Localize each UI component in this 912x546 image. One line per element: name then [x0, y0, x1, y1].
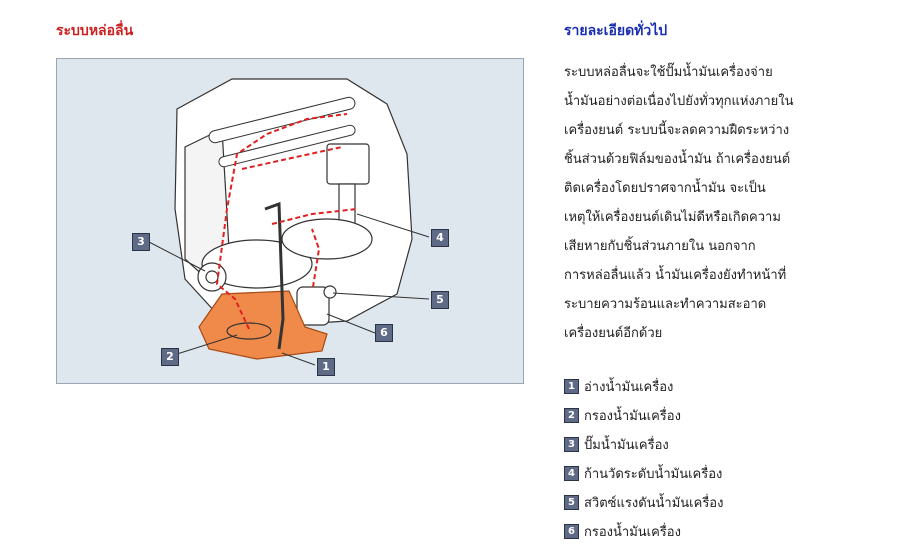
description-line: เสียหายกับชิ้นส่วนภายใน นอกจาก — [564, 239, 756, 254]
callout-2: 2 — [161, 348, 179, 366]
legend-number-badge: 6 — [564, 524, 579, 539]
description-text: ระบบหล่อลื่นจะใช้ปั๊มน้ำมันเครื่องจ่าย น… — [564, 58, 854, 348]
callout-4: 4 — [431, 229, 449, 247]
engine-lubrication-diagram: 3 4 5 6 2 1 — [56, 58, 524, 384]
description-line: เหตุให้เครื่องยนต์เดินไม่ดีหรือเกิดความ — [564, 210, 781, 225]
description-line: การหล่อลื่นแล้ว น้ำมันเครื่องยังทำหน้าที… — [564, 268, 787, 283]
legend-number-badge: 1 — [564, 379, 579, 394]
callout-3: 3 — [132, 233, 150, 251]
parts-legend: 1 อ่างน้ำมันเครื่อง 2 กรองน้ำมันเครื่อง … — [564, 372, 864, 546]
legend-label: สวิตซ์แรงดันน้ำมันเครื่อง — [584, 496, 724, 511]
callout-1: 1 — [317, 358, 335, 376]
description-line: ชิ้นส่วนด้วยฟิล์มของน้ำมัน ถ้าเครื่องยนต… — [564, 152, 791, 167]
description-line: ติดเครื่องโดยปราศจากน้ำมัน จะเป็น — [564, 181, 766, 196]
legend-item: 4 ก้านวัดระดับน้ำมันเครื่อง — [564, 459, 864, 488]
legend-number-badge: 3 — [564, 437, 579, 452]
description-line: น้ำมันอย่างต่อเนื่องไปยังทั่วทุกแห่งภายใ… — [564, 94, 794, 109]
legend-item: 6 กรองน้ำมันเครื่อง — [564, 517, 864, 546]
legend-item: 1 อ่างน้ำมันเครื่อง — [564, 372, 864, 401]
legend-label: อ่างน้ำมันเครื่อง — [584, 380, 674, 395]
description-line: เครื่องยนต์ ระบบนี้จะลดความฝืดระหว่าง — [564, 123, 790, 138]
legend-label: กรองน้ำมันเครื่อง — [584, 409, 681, 424]
description-line: ระบายความร้อนและทำความสะอาด — [564, 297, 767, 312]
legend-number-badge: 4 — [564, 466, 579, 481]
diagram-title: ระบบหล่อลื่น — [56, 23, 134, 39]
section-title: รายละเอียดทั่วไป — [564, 23, 668, 39]
legend-item: 3 ปั๊มน้ำมันเครื่อง — [564, 430, 864, 459]
engine-illustration — [148, 78, 430, 366]
callout-6: 6 — [375, 324, 393, 342]
legend-label: กรองน้ำมันเครื่อง — [584, 525, 681, 540]
legend-label: ก้านวัดระดับน้ำมันเครื่อง — [584, 467, 723, 482]
legend-number-badge: 5 — [564, 495, 579, 510]
description-line: ระบบหล่อลื่นจะใช้ปั๊มน้ำมันเครื่องจ่าย — [564, 65, 773, 80]
callout-5: 5 — [431, 291, 449, 309]
legend-label: ปั๊มน้ำมันเครื่อง — [584, 438, 669, 453]
legend-item: 5 สวิตซ์แรงดันน้ำมันเครื่อง — [564, 488, 864, 517]
legend-item: 2 กรองน้ำมันเครื่อง — [564, 401, 864, 430]
description-line: เครื่องยนต์อีกด้วย — [564, 326, 663, 341]
legend-number-badge: 2 — [564, 408, 579, 423]
